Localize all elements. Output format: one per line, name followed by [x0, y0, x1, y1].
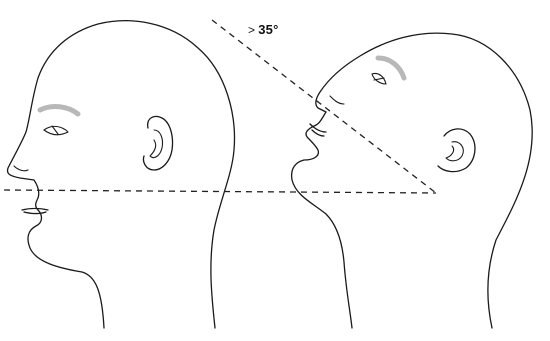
left-ear-inner: [150, 130, 163, 158]
right-mouth: [310, 124, 326, 136]
right-eyebrow: [378, 58, 404, 78]
right-eye: [372, 73, 386, 84]
left-head-profile: [8, 21, 235, 328]
right-nostril: [330, 96, 344, 104]
right-head-extended: [292, 33, 533, 328]
angle-annotation: >35°: [248, 22, 278, 37]
horizontal-reference-line: [4, 190, 436, 193]
right-ear: [438, 129, 475, 172]
left-mouth: [22, 209, 48, 214]
left-head-neutral: [8, 21, 235, 328]
angle-value: 35°: [258, 22, 278, 37]
left-eyebrow: [40, 107, 78, 114]
left-eye: [44, 126, 68, 135]
angle-prefix: >: [248, 23, 255, 37]
right-head-profile: [292, 33, 533, 328]
left-ear: [143, 116, 172, 170]
right-ear-inner: [446, 142, 463, 161]
left-nostril: [14, 166, 28, 171]
angled-reference-line: [212, 20, 436, 193]
